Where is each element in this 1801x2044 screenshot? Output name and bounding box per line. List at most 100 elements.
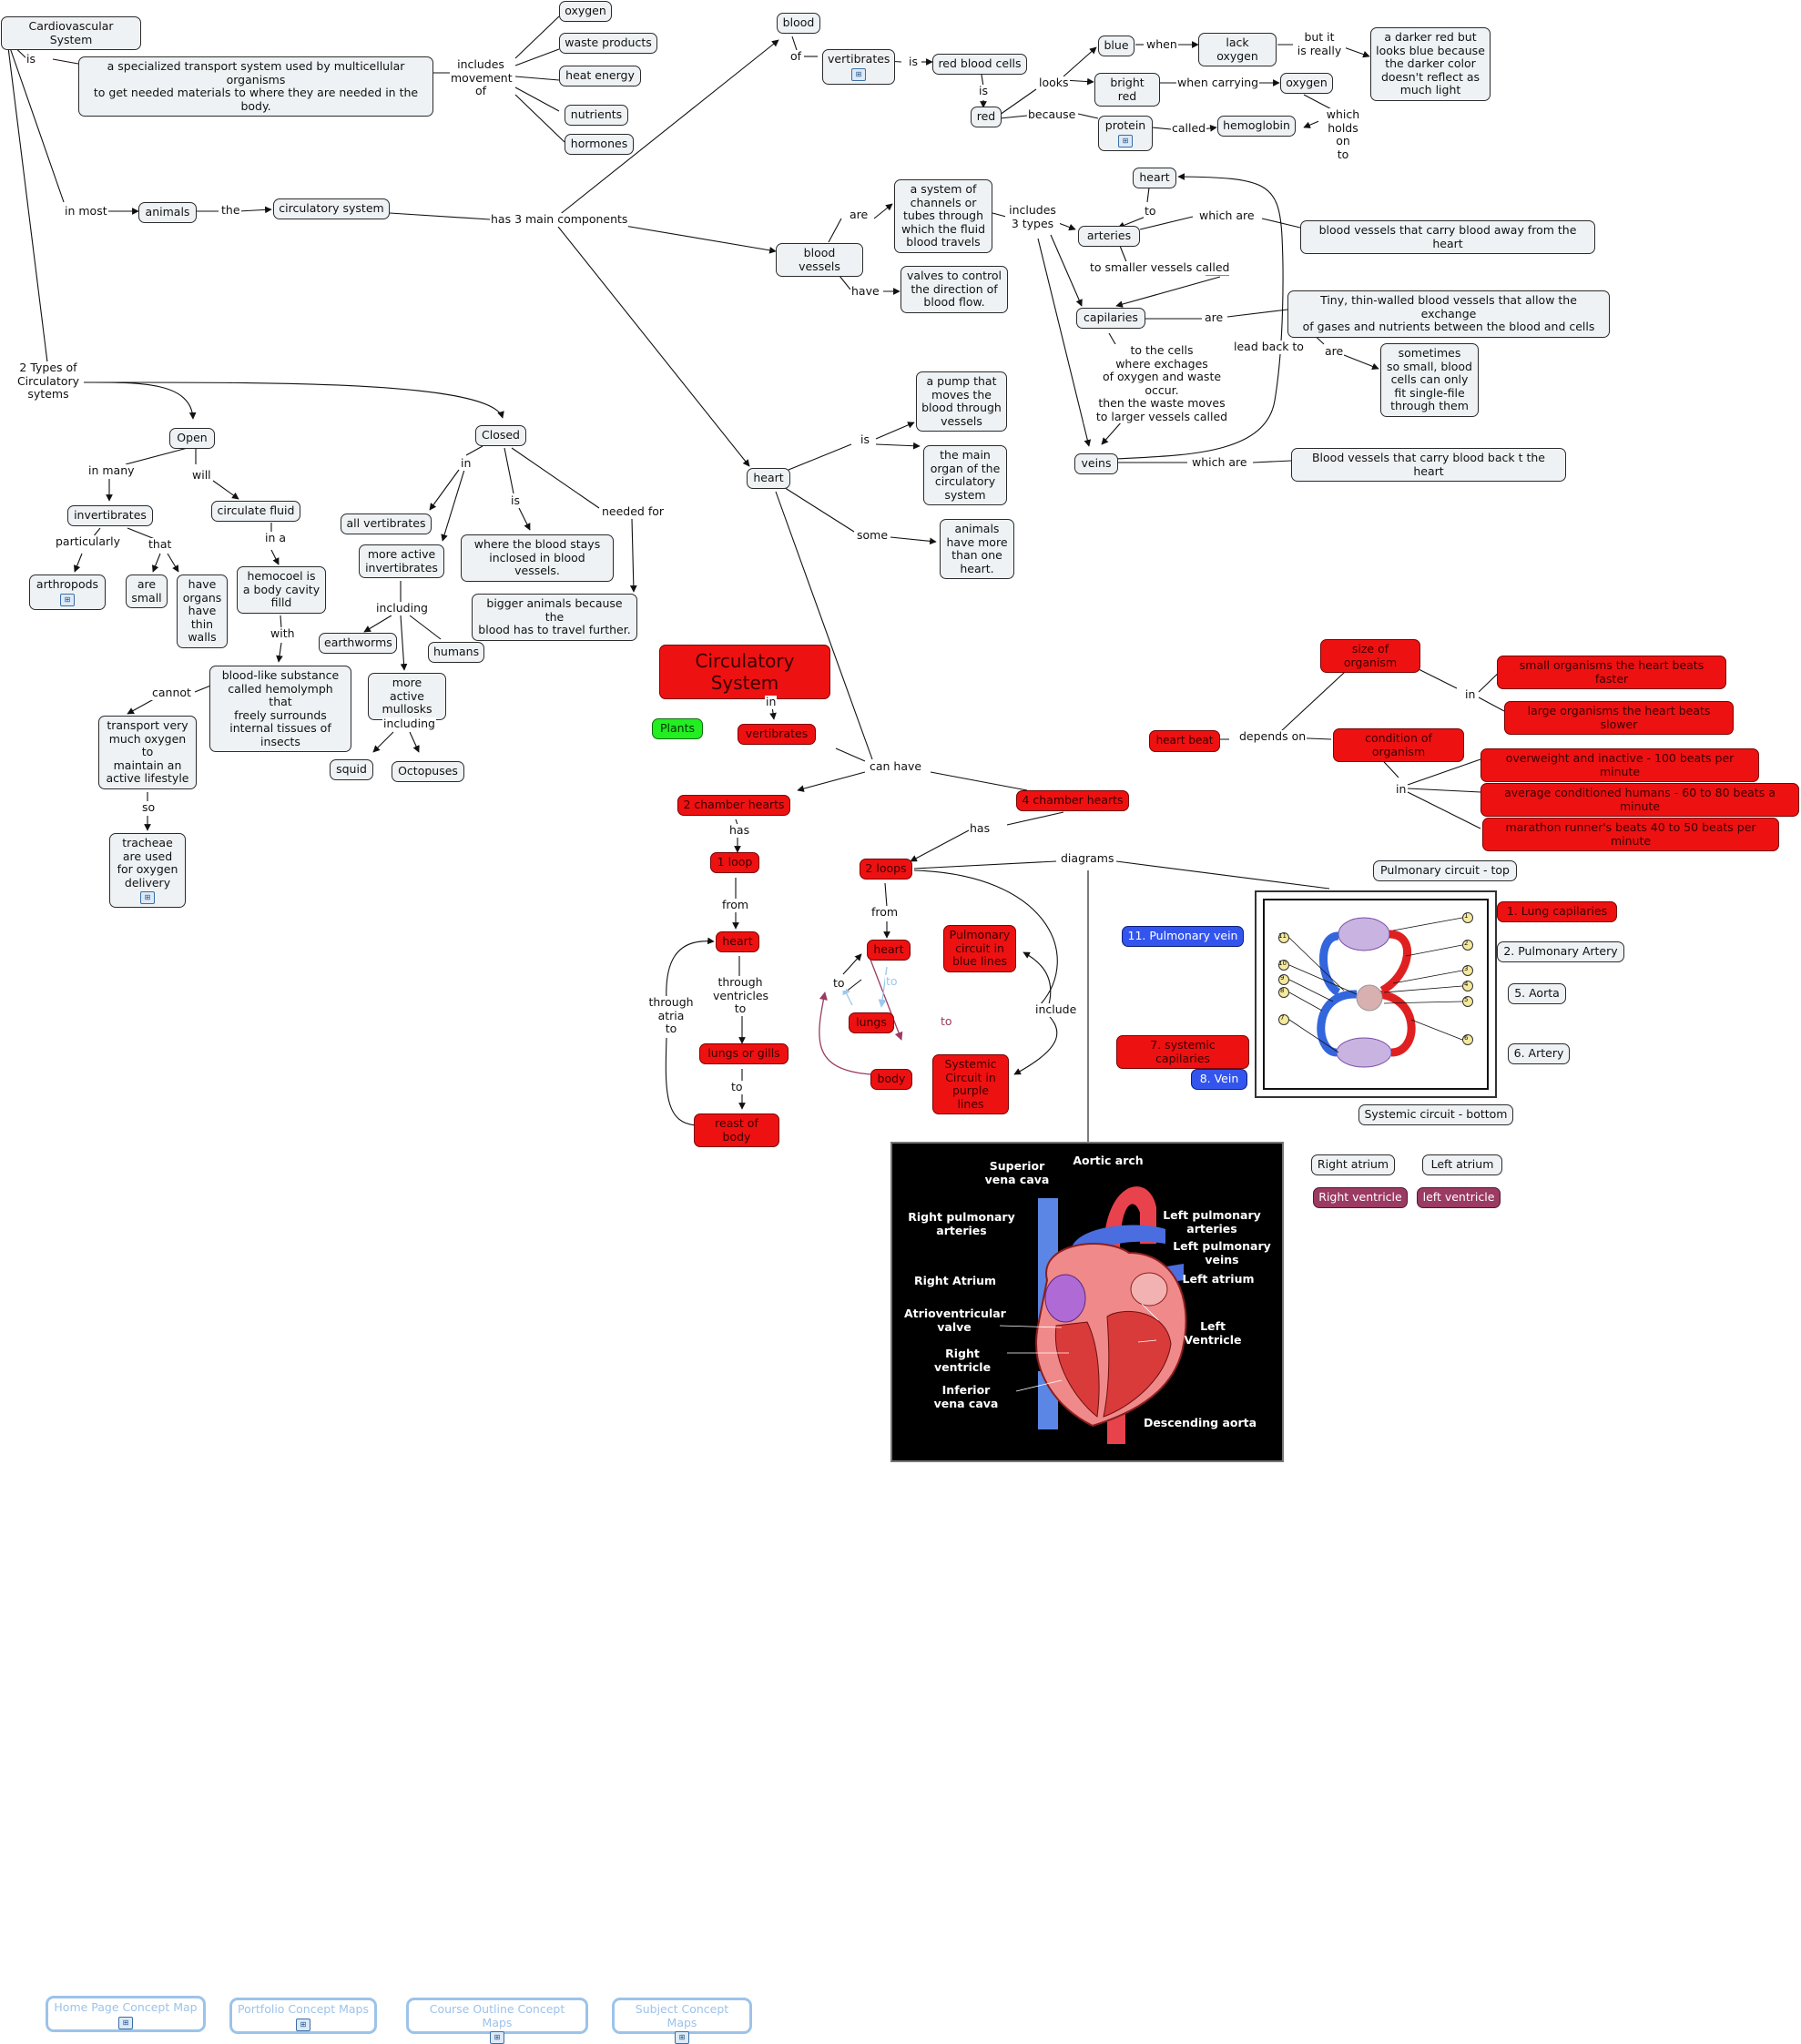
node-invertibrates[interactable]: invertibrates (67, 505, 153, 526)
node-two-loops[interactable]: 2 loops (860, 859, 912, 880)
node-systemic-capilaries[interactable]: 7. systemic capilaries (1116, 1035, 1249, 1069)
node-tracheae[interactable]: tracheae are used for oxygen delivery⊞ (109, 833, 186, 908)
node-heart-two-loops[interactable]: heart (867, 940, 911, 961)
node-size-of-organism[interactable]: size of organism (1320, 639, 1420, 673)
node-right-ventricle[interactable]: Right ventricle (1313, 1187, 1408, 1208)
node-protein[interactable]: protein⊞ (1098, 116, 1153, 151)
node-oxygen-carrying[interactable]: oxygen (1280, 73, 1333, 94)
heart-anatomy-image[interactable]: Superior vena cava Aortic arch Right pul… (890, 1142, 1284, 1462)
node-thin-walls[interactable]: have organs have thin walls (177, 575, 228, 648)
portfolio-concept-maps-link[interactable]: Portfolio Concept Maps⊞ (229, 1998, 377, 2034)
node-animals[interactable]: animals (138, 202, 197, 223)
node-artery[interactable]: 6. Artery (1508, 1043, 1570, 1064)
node-vein[interactable]: 8. Vein (1191, 1069, 1247, 1090)
node-lungs-or-gills[interactable]: lungs or gills (699, 1043, 789, 1064)
course-outline-concept-maps-link[interactable]: Course Outline Concept Maps⊞ (406, 1998, 588, 2034)
node-pulmonary-artery[interactable]: 2. Pulmonary Artery (1497, 941, 1624, 962)
node-darker-red[interactable]: a darker red but looks blue because the … (1370, 27, 1491, 101)
node-two-chamber-hearts[interactable]: 2 chamber hearts (677, 795, 790, 816)
node-more-active-mullosks[interactable]: more active mullosks (368, 673, 446, 720)
node-pulmonary-circuit-top[interactable]: Pulmonary circuit - top (1373, 860, 1517, 881)
circuit-diagram-image[interactable]: 1 2 3 4 5 6 7 8 9 10 11 (1255, 890, 1497, 1098)
concept-map-icon[interactable]: ⊞ (675, 2031, 689, 2044)
node-vertibrates-top[interactable]: vertibrates⊞ (822, 49, 895, 85)
node-open[interactable]: Open (169, 428, 215, 449)
node-veins-definition[interactable]: Blood vessels that carry blood back t th… (1291, 448, 1566, 482)
node-more-active-invertibrates[interactable]: more active invertibrates (359, 544, 444, 578)
node-specialized-transport[interactable]: a specialized transport system used by m… (78, 56, 433, 117)
node-lungs[interactable]: lungs (849, 1012, 894, 1033)
concept-map-icon[interactable]: ⊞ (851, 68, 866, 81)
node-oxygen[interactable]: oxygen (559, 1, 612, 22)
node-heart-main[interactable]: heart (747, 468, 790, 489)
node-arteries-definition[interactable]: blood vessels that carry blood away from… (1300, 220, 1595, 254)
node-blood[interactable]: blood (777, 13, 820, 34)
node-lack-oxygen[interactable]: lack oxygen (1198, 33, 1277, 66)
node-hemocoel[interactable]: hemocoel is a body cavity filld (237, 566, 326, 614)
node-left-atrium[interactable]: Left atrium (1422, 1154, 1502, 1175)
concept-map-icon[interactable]: ⊞ (60, 594, 75, 606)
node-hemolymph[interactable]: blood-like substance called hemolymph th… (209, 666, 351, 752)
node-red[interactable]: red (971, 107, 1002, 127)
node-waste-products[interactable]: waste products (559, 33, 657, 54)
node-heart-beat[interactable]: heart beat (1149, 730, 1220, 752)
node-circulate-fluid[interactable]: circulate fluid (211, 501, 300, 522)
node-heat-energy[interactable]: heat energy (559, 66, 641, 86)
node-two-types[interactable]: 2 Types of Circulatory sytems (13, 361, 84, 402)
node-heart-one-loop[interactable]: heart (716, 931, 759, 952)
node-main-organ[interactable]: the main organ of the circulatory system (923, 445, 1007, 505)
node-blue[interactable]: blue (1098, 36, 1135, 56)
node-capilaries-definition[interactable]: Tiny, thin-walled blood vessels that all… (1287, 290, 1610, 338)
node-circulatory-system[interactable]: circulatory system (273, 198, 390, 219)
node-closed[interactable]: Closed (475, 425, 526, 446)
node-octopuses[interactable]: Octopuses (392, 761, 464, 782)
concept-map-icon[interactable]: ⊞ (296, 2019, 310, 2031)
node-bright-red[interactable]: bright red (1094, 73, 1160, 107)
node-circulatory-system-title[interactable]: Circulatory System (659, 645, 830, 699)
node-pulmonary-vein[interactable]: 11. Pulmonary vein (1122, 926, 1244, 947)
home-page-concept-map-link[interactable]: Home Page Concept Map⊞ (46, 1996, 206, 2032)
node-humans[interactable]: humans (428, 642, 484, 663)
concept-map-icon[interactable]: ⊞ (140, 891, 155, 904)
node-squid[interactable]: squid (330, 759, 373, 780)
node-bigger-animals[interactable]: bigger animals because the blood has to … (472, 594, 637, 641)
node-cardiovascular-system[interactable]: Cardiovascular System (1, 16, 141, 50)
node-pulmonary-blue-lines[interactable]: Pulmonary circuit in blue lines (943, 925, 1016, 972)
node-reast-of-body[interactable]: reast of body (694, 1114, 779, 1147)
node-four-chamber-hearts[interactable]: 4 chamber hearts (1016, 790, 1129, 811)
node-large-organisms[interactable]: large organisms the heart beats slower (1504, 701, 1734, 735)
node-transport-oxygen[interactable]: transport very much oxygen to maintain a… (98, 716, 197, 789)
node-small-organisms[interactable]: small organisms the heart beats faster (1497, 656, 1726, 689)
node-arthropods[interactable]: arthropods⊞ (29, 575, 106, 610)
node-veins[interactable]: veins (1074, 453, 1118, 474)
node-nutrients[interactable]: nutrients (565, 105, 628, 126)
node-overweight[interactable]: overweight and inactive - 100 beats per … (1480, 748, 1759, 782)
node-earthworms[interactable]: earthworms (319, 633, 397, 654)
node-one-loop[interactable]: 1 loop (710, 852, 759, 873)
node-right-atrium[interactable]: Right atrium (1311, 1154, 1395, 1175)
concept-map-icon[interactable]: ⊞ (490, 2031, 504, 2044)
node-systemic-purple-lines[interactable]: Systemic Circuit in purple lines (932, 1054, 1009, 1114)
node-red-blood-cells[interactable]: red blood cells (932, 54, 1027, 75)
node-hemoglobin[interactable]: hemoglobin (1217, 116, 1296, 137)
node-aorta[interactable]: 5. Aorta (1508, 983, 1566, 1004)
node-left-ventricle[interactable]: left ventricle (1417, 1187, 1501, 1208)
concept-map-icon[interactable]: ⊞ (1118, 135, 1133, 147)
node-animals-more-heart[interactable]: animals have more than one heart. (940, 519, 1014, 579)
node-condition-of-organism[interactable]: condition of organism (1333, 728, 1464, 762)
concept-map-icon[interactable]: ⊞ (118, 2017, 133, 2029)
node-lung-capilaries[interactable]: 1. Lung capilaries (1497, 901, 1617, 922)
node-blood-vessels[interactable]: blood vessels (776, 243, 863, 277)
node-all-vertibrates[interactable]: all vertibrates (341, 514, 432, 534)
node-vertibrates-red[interactable]: vertibrates (738, 724, 816, 745)
node-pump[interactable]: a pump that moves the blood through vess… (916, 371, 1007, 432)
node-capilaries[interactable]: capilaries (1076, 308, 1145, 329)
node-systemic-circuit-bottom[interactable]: Systemic circuit - bottom (1358, 1104, 1513, 1125)
node-sometimes-small[interactable]: sometimes so small, blood cells can only… (1380, 343, 1479, 417)
node-are-small[interactable]: are small (126, 575, 168, 608)
node-body[interactable]: body (870, 1069, 912, 1090)
node-plants[interactable]: Plants (652, 718, 703, 739)
node-heart-small[interactable]: heart (1133, 168, 1176, 188)
subject-concept-maps-link[interactable]: Subject Concept Maps⊞ (612, 1998, 752, 2034)
node-average-conditioned[interactable]: average conditioned humans - 60 to 80 be… (1480, 783, 1799, 817)
